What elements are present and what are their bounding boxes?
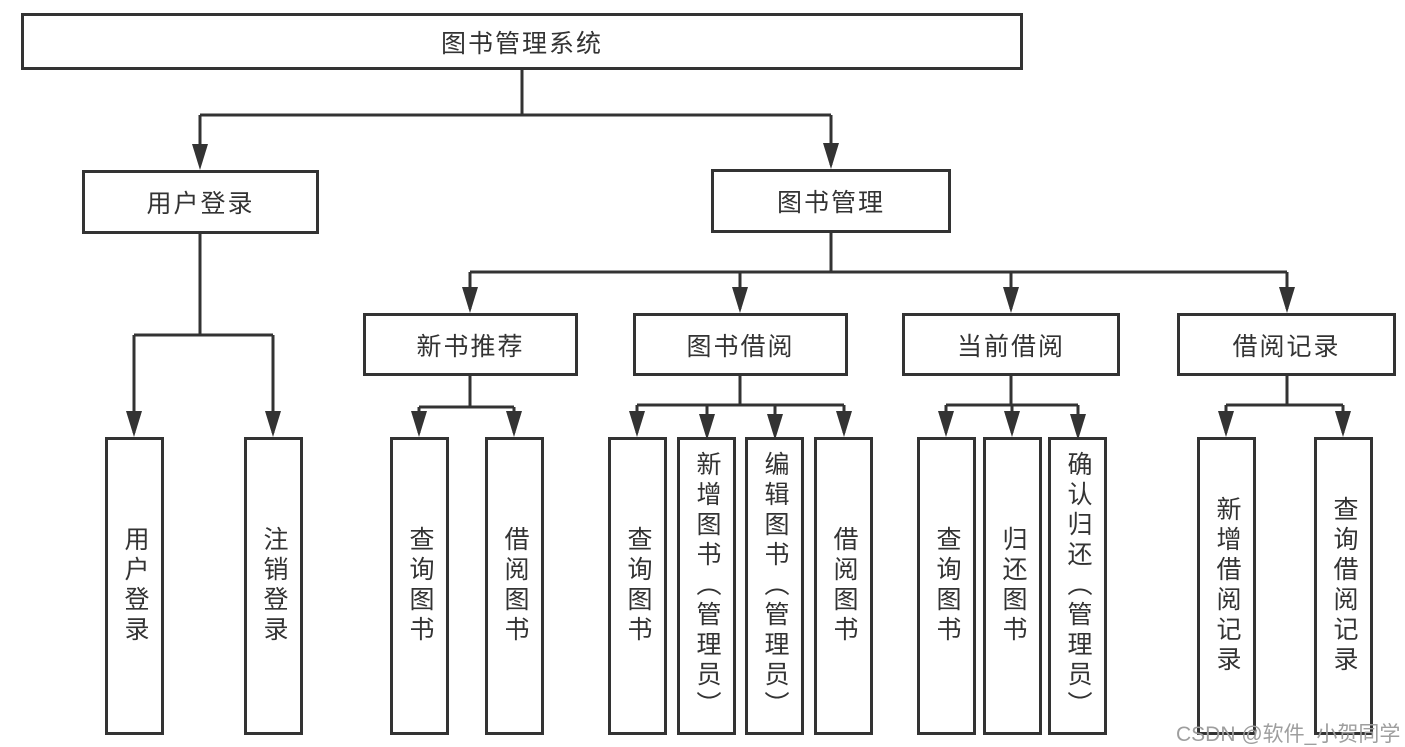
arrowhead-cb-leaf1 [938,411,954,437]
arrowhead-nb-leaf2 [506,411,522,437]
arrowhead-cb-leaf2 [1004,411,1020,437]
arrowhead-bb-leaf1 [629,411,645,437]
node-book-borrowing: 图书借阅 [633,313,848,376]
arrowhead-leaf-login [126,411,142,437]
leaf-borrow-books-1: 借阅图书 [485,437,544,735]
leaf-query-books-2: 查询图书 [608,437,667,735]
arrowhead-book-management [823,143,839,169]
node-book-management: 图书管理 [711,169,951,233]
arrowhead-book-borrow [732,287,748,313]
leaf-return-books: 归还图书 [983,437,1042,735]
leaf-query-borrow-record: 查询借阅记录 [1314,437,1373,735]
node-new-book-recommendation: 新书推荐 [363,313,578,376]
leaf-add-books-admin: 新增图书（管理员） [677,437,736,735]
arrowhead-new-book [462,287,478,313]
leaf-edit-books-admin: 编辑图书（管理员） [745,437,804,735]
leaf-confirm-return-admin: 确认归还（管理员） [1048,437,1107,735]
node-library-management-system: 图书管理系统 [21,13,1023,70]
arrowhead-user-login [192,144,208,170]
arrowhead-leaf-logout [265,411,281,437]
leaf-logout: 注销登录 [244,437,303,735]
arrowhead-borrow-records [1279,287,1295,313]
leaf-query-books-3: 查询图书 [917,437,976,735]
arrowhead-br-leaf2 [1335,411,1351,437]
node-borrowing-records: 借阅记录 [1177,313,1396,376]
leaf-user-login: 用户登录 [105,437,164,735]
node-user-login: 用户登录 [82,170,319,234]
leaf-query-books-1: 查询图书 [390,437,449,735]
node-current-borrowing: 当前借阅 [902,313,1120,376]
leaf-add-borrow-record: 新增借阅记录 [1197,437,1256,735]
csdn-watermark: CSDN @软件_小贺同学 [1176,723,1401,746]
arrowhead-current-borrow [1003,287,1019,313]
leaf-borrow-books-2: 借阅图书 [814,437,873,735]
arrowhead-br-leaf1 [1218,411,1234,437]
arrowhead-bb-leaf4 [836,411,852,437]
arrowhead-nb-leaf1 [411,411,427,437]
